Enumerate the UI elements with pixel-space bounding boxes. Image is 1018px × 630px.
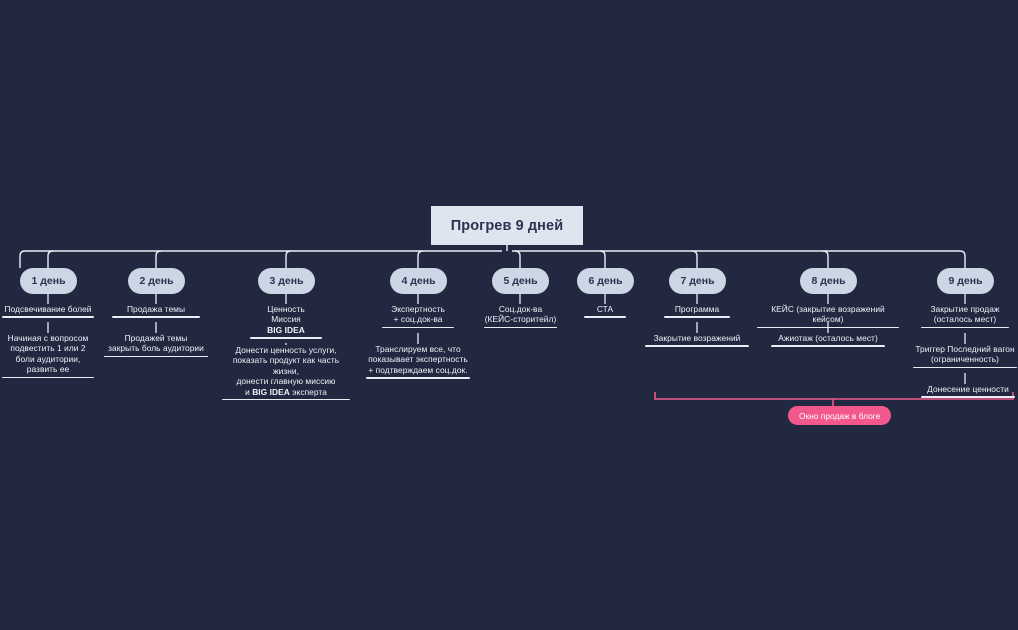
day-node-4[interactable]: 4 день xyxy=(390,268,447,294)
day-node-1[interactable]: 1 день xyxy=(20,268,77,294)
day-node-4-label: 4 день xyxy=(401,275,436,287)
root-node[interactable]: Прогрев 9 дней xyxy=(431,206,583,245)
day-node-9[interactable]: 9 день xyxy=(937,268,994,294)
sub-node-1-2[interactable]: Начиная с вопросом подвестить 1 или 2 бо… xyxy=(2,333,94,379)
sales-window-label: Окно продаж в блоге xyxy=(799,410,881,421)
sub-node-underline xyxy=(112,316,200,318)
day-node-2-label: 2 день xyxy=(139,275,174,287)
day-node-3[interactable]: 3 день xyxy=(258,268,315,294)
sub-node-underline xyxy=(771,345,885,347)
day-node-5-label: 5 день xyxy=(503,275,538,287)
day-node-8-label: 8 день xyxy=(811,275,846,287)
sub-node-4-2-text: Транслируем все, что показывает экспертн… xyxy=(368,344,468,375)
sub-node-4-1[interactable]: Экспертность + соц.док-ва xyxy=(382,304,454,329)
sub-node-underline xyxy=(484,326,557,329)
root-node-label: Прогрев 9 дней xyxy=(450,217,564,234)
sub-node-7-2[interactable]: Закрытие возражений xyxy=(645,333,749,347)
sub-node-5-1-text: Соц.док-ва (КЕЙС-сторитейл) xyxy=(484,304,557,325)
day-node-8[interactable]: 8 день xyxy=(800,268,857,294)
sub-node-underline xyxy=(366,377,470,379)
sub-node-4-1-text: Экспертность + соц.док-ва xyxy=(391,304,445,325)
sub-node-9-2[interactable]: Триггер Последний вагон (ограниченность) xyxy=(913,344,1017,369)
sub-node-underline xyxy=(2,376,94,379)
sub-node-2-2-text: Продажей темы закрыть боль аудитории xyxy=(108,333,204,354)
day-node-9-label: 9 день xyxy=(948,275,983,287)
sub-node-7-2-text: Закрытие возражений xyxy=(653,333,741,343)
sub-node-8-1-text: КЕЙС (закрытие возражений кейсом) xyxy=(771,304,885,325)
sub-node-9-2-text: Триггер Последний вагон (ограниченность) xyxy=(915,344,1015,365)
sub-node-underline xyxy=(645,345,749,347)
sub-node-9-3-text: Донесение ценности xyxy=(927,384,1009,394)
sub-node-1-2-text: Начиная с вопросом подвестить 1 или 2 бо… xyxy=(7,333,89,375)
sub-node-underline xyxy=(913,366,1017,369)
sub-node-5-1[interactable]: Соц.док-ва (КЕЙС-сторитейл) xyxy=(484,304,557,329)
sub-node-9-1-text: Закрытие продаж (осталось мест) xyxy=(930,304,1000,325)
sub-node-2-1[interactable]: Продажа темы xyxy=(112,304,200,318)
sub-node-underline xyxy=(382,326,454,329)
sub-node-underline xyxy=(2,316,94,318)
sub-node-6-1-text: СТА xyxy=(596,304,614,314)
sub-node-3-2[interactable]: Донести ценность услуги,показать продукт… xyxy=(222,345,350,401)
day-node-2[interactable]: 2 день xyxy=(128,268,185,294)
sub-node-9-3[interactable]: Донесение ценности xyxy=(921,384,1015,398)
day-node-6[interactable]: 6 день xyxy=(577,268,634,294)
day-node-1-label: 1 день xyxy=(31,275,66,287)
sub-node-9-1[interactable]: Закрытие продаж (осталось мест) xyxy=(921,304,1009,329)
sub-node-underline xyxy=(664,316,730,318)
day-node-7-label: 7 день xyxy=(680,275,715,287)
day-node-6-label: 6 день xyxy=(588,275,623,287)
sub-node-7-1[interactable]: Программа xyxy=(664,304,730,318)
sub-node-underline xyxy=(584,316,626,318)
sub-node-underline xyxy=(104,355,208,358)
sub-node-8-2[interactable]: Ажиотаж (осталось мест) xyxy=(771,333,885,347)
sub-node-underline xyxy=(250,337,322,339)
sub-node-underline xyxy=(222,399,350,401)
sub-node-6-1[interactable]: СТА xyxy=(584,304,626,318)
sub-node-7-1-text: Программа xyxy=(674,304,720,314)
sub-node-1-1[interactable]: Подсвечивание болей xyxy=(2,304,94,318)
sub-node-underline xyxy=(921,396,1015,398)
sales-window-pill[interactable]: Окно продаж в блоге xyxy=(788,406,892,425)
sub-node-4-2[interactable]: Транслируем все, что показывает экспертн… xyxy=(366,344,470,379)
day-node-3-label: 3 день xyxy=(269,275,304,287)
sub-node-underline xyxy=(921,326,1009,329)
day-node-7[interactable]: 7 день xyxy=(669,268,726,294)
sub-node-2-2[interactable]: Продажей темы закрыть боль аудитории xyxy=(104,333,208,358)
sub-node-underline xyxy=(757,326,899,329)
sub-node-2-1-text: Продажа темы xyxy=(126,304,186,314)
sub-node-3-2-text: Донести ценность услуги,показать продукт… xyxy=(232,345,340,397)
sub-node-8-1[interactable]: КЕЙС (закрытие возражений кейсом) xyxy=(757,304,899,329)
sub-node-1-1-text: Подсвечивание болей xyxy=(4,304,92,314)
day-node-5[interactable]: 5 день xyxy=(492,268,549,294)
sub-node-8-2-text: Ажиотаж (осталось мест) xyxy=(778,333,878,343)
